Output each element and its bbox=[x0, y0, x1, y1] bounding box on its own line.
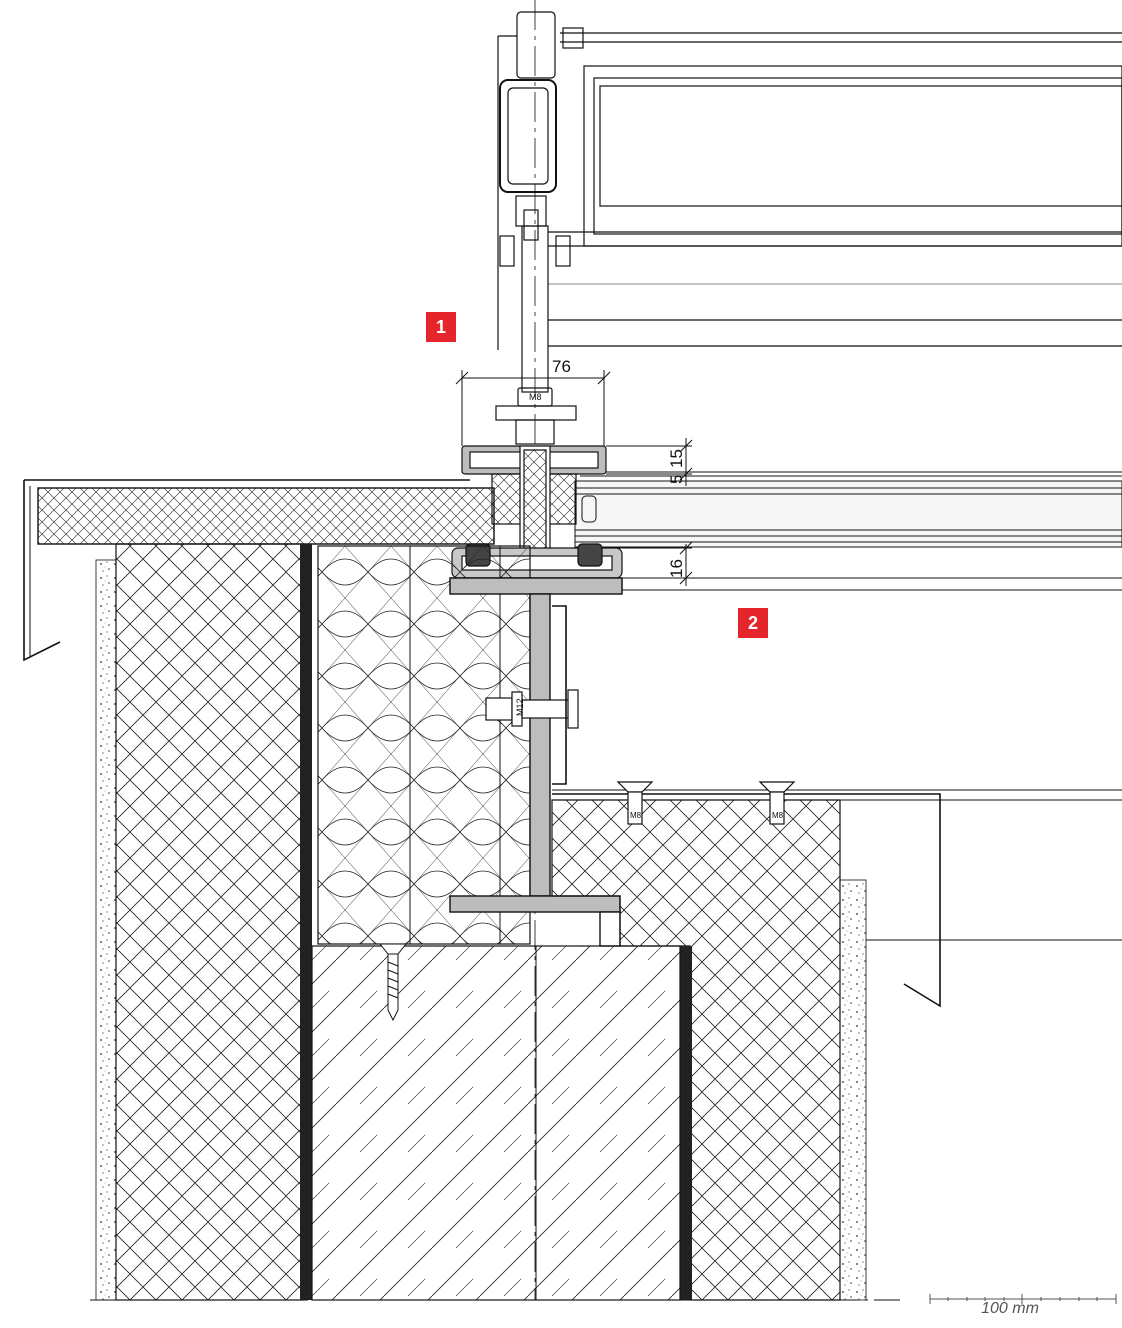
callout-marker-2: 2 bbox=[738, 608, 768, 638]
anchor-left: M8 bbox=[616, 781, 654, 825]
top-bolt-label: M8 bbox=[529, 392, 542, 402]
insulation bbox=[317, 545, 531, 945]
wall-left bbox=[95, 543, 312, 1301]
dimension-width bbox=[455, 370, 611, 446]
upper-frame bbox=[495, 0, 1122, 1300]
side-bolt-label: M12 bbox=[515, 698, 525, 716]
anchor-right: M8 bbox=[758, 781, 796, 825]
dimension-width-label: 76 bbox=[552, 357, 571, 376]
steel-beam bbox=[449, 577, 623, 947]
anchor-left-label: M8 bbox=[630, 811, 642, 820]
lower-masonry bbox=[311, 945, 681, 1301]
callout-marker-1: 1 bbox=[426, 312, 456, 342]
panel-right bbox=[574, 471, 1122, 591]
anchor-right-label: M8 bbox=[772, 811, 784, 820]
wall-right bbox=[551, 605, 1122, 1301]
dimension-height-c-label: 16 bbox=[667, 559, 686, 578]
dimension-height bbox=[606, 438, 693, 586]
roof-slab bbox=[23, 479, 495, 662]
timber-screw bbox=[378, 943, 408, 1022]
scale-bar bbox=[929, 1294, 1117, 1304]
side-bolt: M12 bbox=[485, 689, 579, 729]
dimension-height-a-label: 15 bbox=[667, 449, 686, 468]
scale-label: 100 mm bbox=[981, 1300, 1039, 1317]
dimension-height-b-label: 5 bbox=[667, 475, 686, 484]
